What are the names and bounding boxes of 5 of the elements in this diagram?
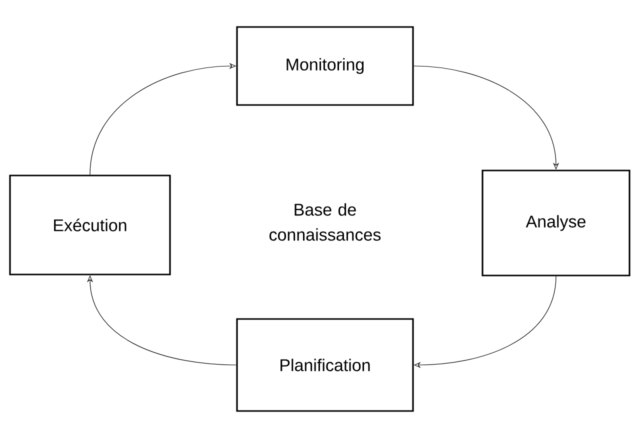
process-box: Analyse [482, 170, 630, 276]
center-label: Base de connaissances [270, 203, 381, 241]
process-box: Planification [236, 318, 414, 412]
process-box: Exécution [9, 174, 171, 276]
process-box: Monitoring [236, 26, 414, 106]
